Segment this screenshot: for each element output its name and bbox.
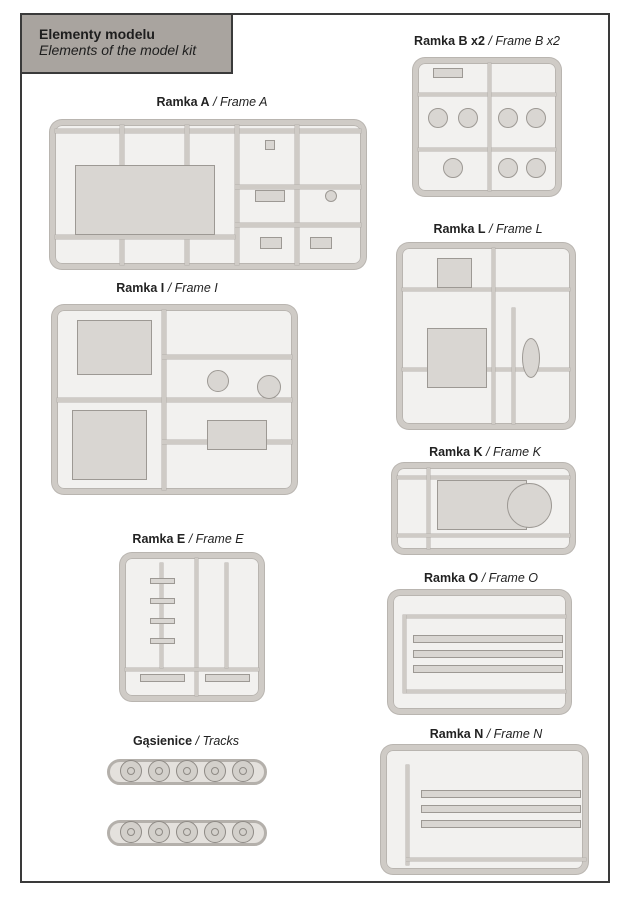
frame-e-sprue — [120, 553, 264, 701]
model-part — [140, 674, 185, 682]
model-part — [150, 578, 175, 584]
sprue-runner — [295, 125, 299, 265]
frame-o-sprue — [388, 590, 571, 714]
model-part — [421, 805, 581, 813]
sprue-runner — [397, 476, 570, 479]
model-part — [207, 420, 267, 450]
model-part — [427, 328, 487, 388]
frame-k-sprue — [392, 463, 575, 554]
road-wheel — [148, 821, 170, 843]
sprue-runner — [162, 310, 166, 490]
header-title-en: Elements of the model kit — [39, 42, 197, 58]
sprue-runner — [235, 223, 361, 227]
sprue-runner — [55, 235, 235, 239]
model-part — [443, 158, 463, 178]
road-wheel — [232, 821, 254, 843]
model-part — [428, 108, 448, 128]
model-part — [413, 650, 563, 658]
model-part — [507, 483, 552, 528]
model-part — [310, 237, 332, 249]
model-part — [421, 820, 581, 828]
model-part — [77, 320, 152, 375]
sprue-runner — [488, 63, 491, 191]
frame-n-label: Ramka N / Frame N — [429, 727, 543, 741]
sprue-runner — [235, 185, 361, 189]
model-part — [458, 108, 478, 128]
model-part — [526, 158, 546, 178]
section-header: Elementy modelu Elements of the model ki… — [20, 13, 233, 74]
frame-n-sprue — [381, 745, 588, 874]
sprue-runner — [57, 398, 292, 402]
road-wheel — [176, 760, 198, 782]
frame-k-label: Ramka K / Frame K — [429, 445, 541, 459]
model-part — [205, 674, 250, 682]
frame-l-label: Ramka L / Frame L — [433, 222, 543, 236]
road-wheel — [120, 821, 142, 843]
frame-i-label: Ramka I / Frame I — [116, 281, 218, 295]
sprue-runner — [492, 248, 495, 424]
sprue-runner — [235, 125, 239, 265]
sprue-runner — [418, 148, 556, 151]
model-part — [150, 618, 175, 624]
frame-o-label: Ramka O / Frame O — [424, 571, 538, 585]
model-part — [522, 338, 540, 378]
sprue-runner — [225, 563, 228, 668]
model-part — [325, 190, 337, 202]
road-wheel — [204, 821, 226, 843]
sprue-runner — [406, 858, 586, 861]
frame-l-sprue — [397, 243, 575, 429]
road-wheel — [120, 760, 142, 782]
road-wheel — [204, 760, 226, 782]
sprue-runner — [125, 668, 259, 671]
road-wheel — [148, 760, 170, 782]
model-part — [437, 258, 472, 288]
road-wheel — [176, 821, 198, 843]
model-part — [421, 790, 581, 798]
page-border — [20, 13, 610, 883]
frame-a-sprue — [50, 120, 366, 269]
sprue-runner — [403, 690, 566, 693]
frame-a-label: Ramka A / Frame A — [156, 95, 268, 109]
sprue-runner — [403, 615, 566, 618]
model-part — [207, 370, 229, 392]
frame-e-label: Ramka E / Frame E — [132, 532, 244, 546]
road-wheel — [232, 760, 254, 782]
sprue-runner — [195, 558, 198, 696]
model-part — [257, 375, 281, 399]
sprue-runner — [402, 288, 570, 291]
sprue-runner — [55, 129, 361, 133]
model-part — [72, 410, 147, 480]
model-part — [150, 598, 175, 604]
header-title-pl: Elementy modelu — [39, 26, 155, 42]
sprue-runner — [403, 615, 406, 693]
model-part — [526, 108, 546, 128]
track-right — [107, 820, 267, 846]
frame-b-label: Ramka B x2 / Frame B x2 — [414, 34, 560, 48]
model-part — [413, 635, 563, 643]
model-part — [150, 638, 175, 644]
model-part — [433, 68, 463, 78]
model-part — [498, 158, 518, 178]
model-part — [265, 140, 275, 150]
frame-b-sprue — [413, 58, 561, 196]
tracks-label: Gąsienice / Tracks — [132, 734, 240, 748]
frame-i-sprue — [52, 305, 297, 494]
sprue-runner — [397, 534, 570, 537]
sprue-runner — [512, 308, 515, 424]
model-part — [260, 237, 282, 249]
sprue-runner — [160, 563, 163, 668]
sprue-runner — [418, 93, 556, 96]
model-part — [255, 190, 285, 202]
model-part — [75, 165, 215, 235]
sprue-runner — [427, 468, 430, 549]
model-part — [413, 665, 563, 673]
model-part — [498, 108, 518, 128]
track-left — [107, 759, 267, 785]
sprue-runner — [406, 765, 409, 865]
sprue-runner — [162, 355, 292, 359]
